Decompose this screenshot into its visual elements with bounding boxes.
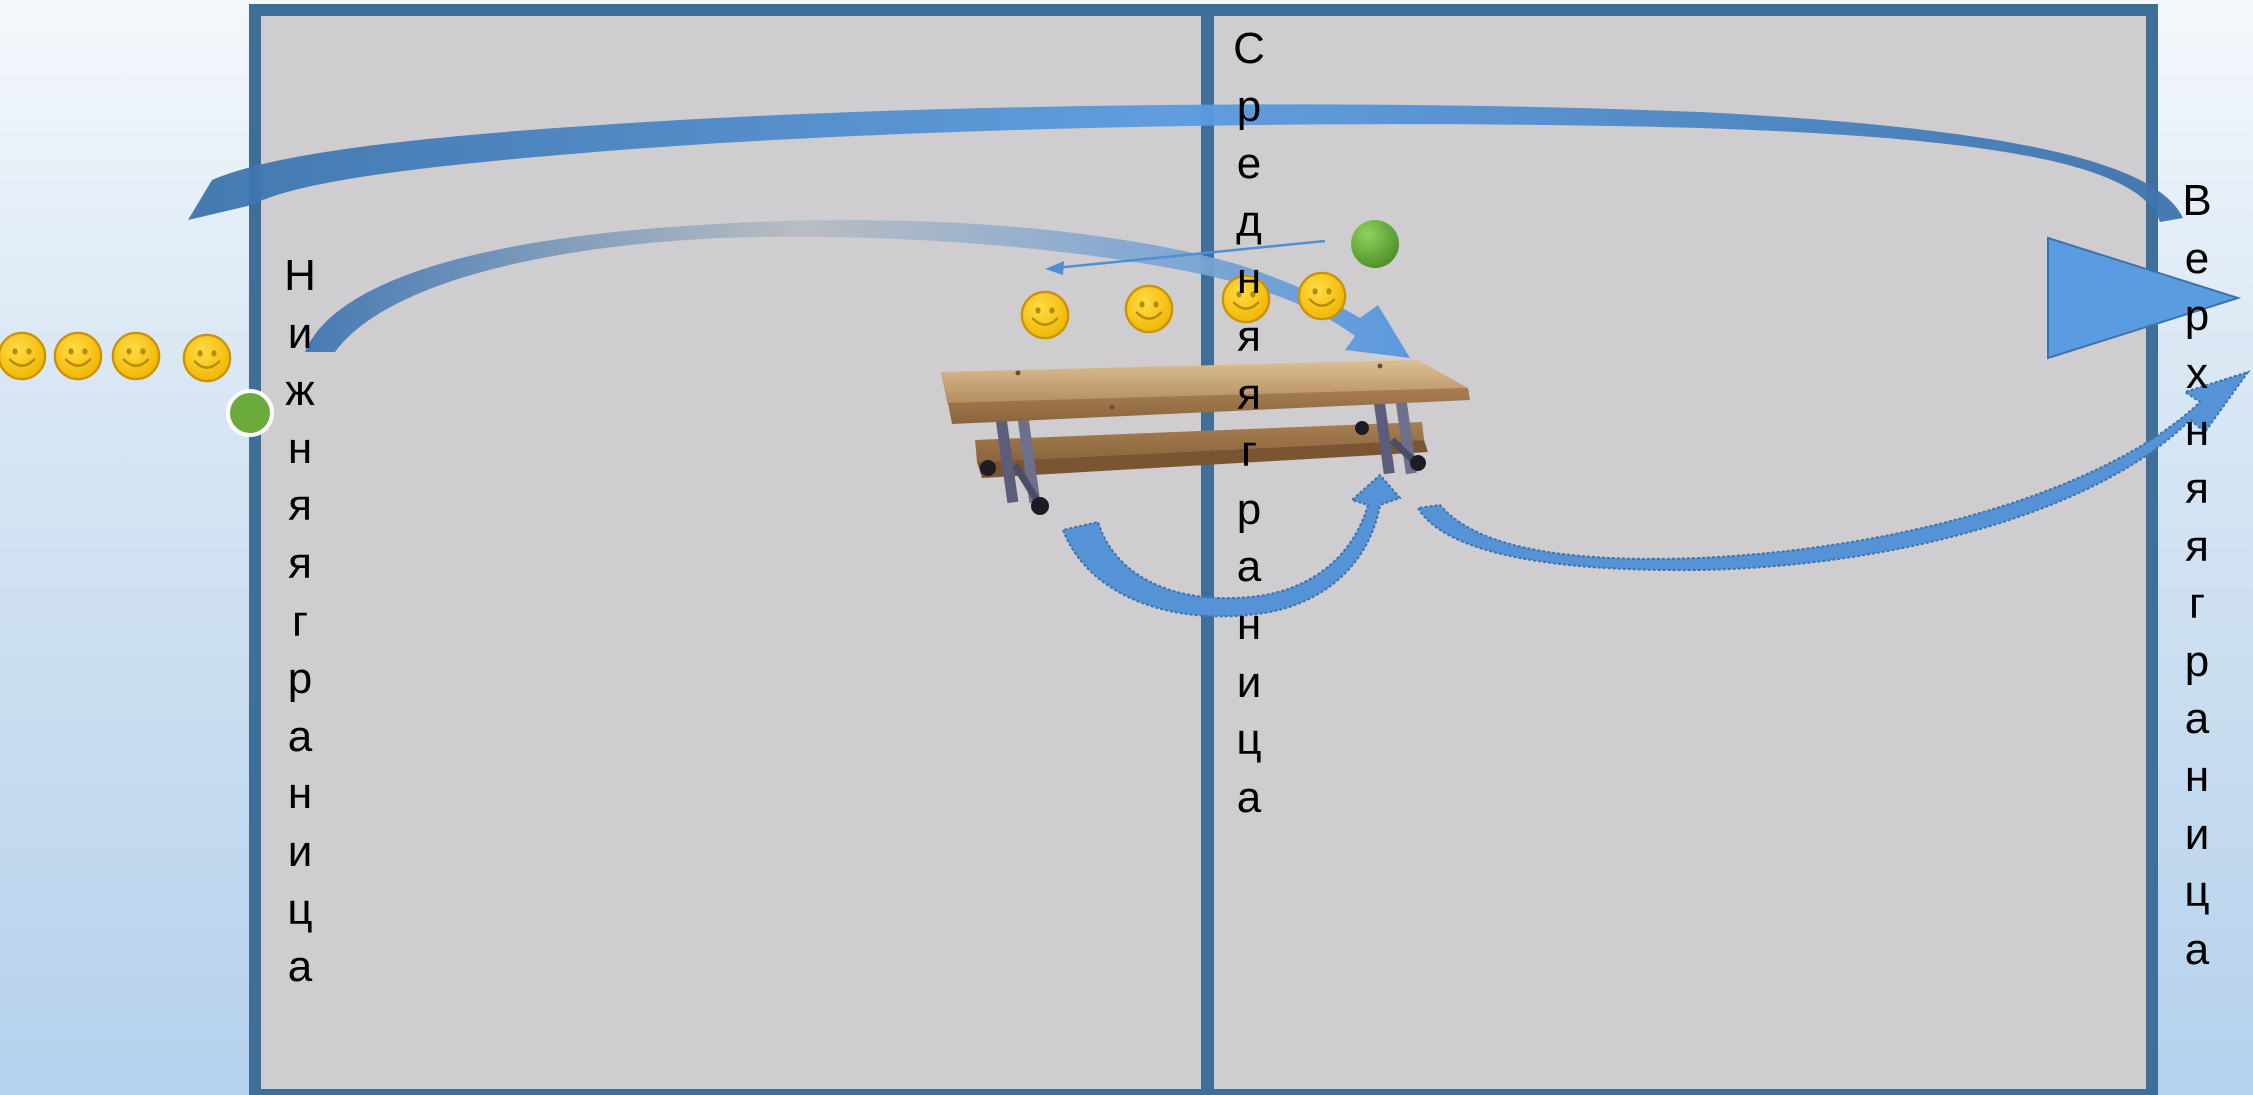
smiley-face-icon (1124, 284, 1174, 334)
upper-boundary-label: В е р х н я я г р а н и ц а (2182, 176, 2212, 974)
return-arrow-top (188, 104, 2183, 222)
lower-boundary-label: Н и ж н я я г р а н и ц а (284, 251, 316, 992)
ball-icon (226, 389, 274, 437)
middle-boundary-label: С р е д н я я г р а н и ц а (1233, 24, 1265, 822)
smiley-face-icon (0, 331, 47, 381)
ball-icon (1351, 220, 1399, 268)
pass-arrow (1054, 239, 1326, 270)
right-exit-arc-arrow (1416, 370, 2251, 572)
middle-line (1201, 10, 1214, 1095)
direction-triangle (2047, 236, 2242, 360)
pass-arrow-head (1045, 261, 1064, 275)
smiley-face-icon (1297, 271, 1347, 321)
under-bench-arc-arrow (1061, 473, 1402, 618)
smiley-face-icon (111, 331, 161, 381)
smiley-face-icon (1020, 290, 1070, 340)
smiley-face-icon (53, 331, 103, 381)
gym-bench (941, 360, 1470, 515)
court-left-half (249, 4, 1213, 1095)
smiley-face-icon (182, 333, 232, 383)
arc-arrow-over-bench (305, 220, 1410, 358)
court-right-half (1202, 4, 2158, 1095)
